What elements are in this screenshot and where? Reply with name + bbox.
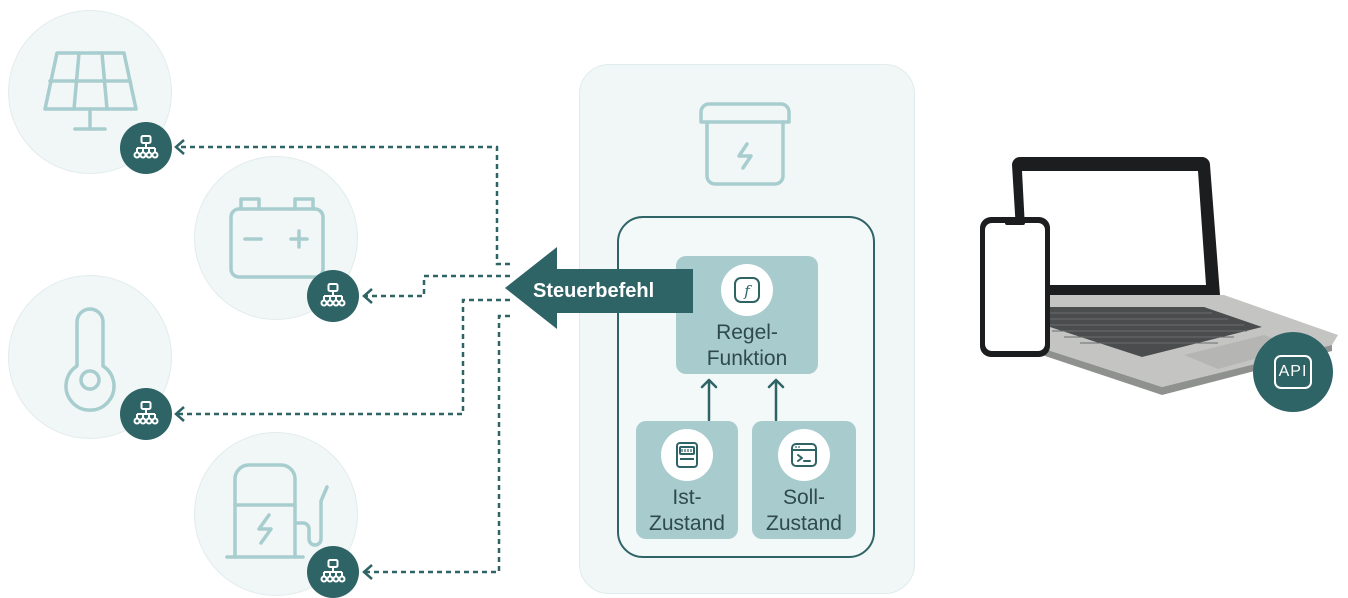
battery-icon (229, 197, 325, 279)
connector-ev (364, 314, 510, 574)
solar-node-badge (120, 122, 172, 174)
actual-state-box: Ist- Zustand (636, 421, 738, 539)
svg-text:f: f (743, 282, 752, 300)
terminal-icon-disc (778, 429, 830, 481)
soll-label-line2: Zustand (766, 512, 842, 535)
ist-label-line1: Ist- (672, 486, 702, 509)
ev-node-badge (307, 546, 359, 598)
command-label: Steuerbefehl (533, 280, 655, 302)
battery-node-badge (307, 270, 359, 322)
function-label-line1: Regel- (716, 321, 778, 344)
control-function-box: f Regel- Funktion (676, 256, 818, 374)
laptop-and-phone-illustration (980, 157, 1338, 395)
function-icon-disc: f (721, 264, 773, 316)
function-label-line2: Funktion (706, 347, 788, 370)
thermostat-node-badge (120, 388, 172, 440)
input-arrows (700, 378, 785, 422)
network-node-icon (320, 283, 346, 307)
connector-solar (176, 145, 510, 266)
thermometer-icon (64, 307, 116, 412)
network-node-icon (133, 135, 159, 159)
command-arrow (505, 247, 693, 329)
solar-panel-icon (43, 51, 138, 131)
meter-icon (676, 442, 698, 468)
network-node-icon (320, 559, 346, 583)
terminal-icon (791, 443, 817, 467)
function-icon: f (734, 277, 760, 303)
network-node-icon (133, 401, 159, 425)
api-label: API (1274, 355, 1312, 389)
controller-box-icon (699, 102, 791, 186)
ist-label-line2: Zustand (649, 512, 725, 535)
api-badge: API (1253, 332, 1333, 412)
ev-charger-icon (225, 463, 329, 559)
meter-icon-disc (661, 429, 713, 481)
target-state-box: Soll- Zustand (752, 421, 856, 539)
soll-label-line1: Soll- (782, 486, 825, 509)
connector-battery (364, 274, 510, 298)
connector-thermostat (176, 298, 510, 416)
